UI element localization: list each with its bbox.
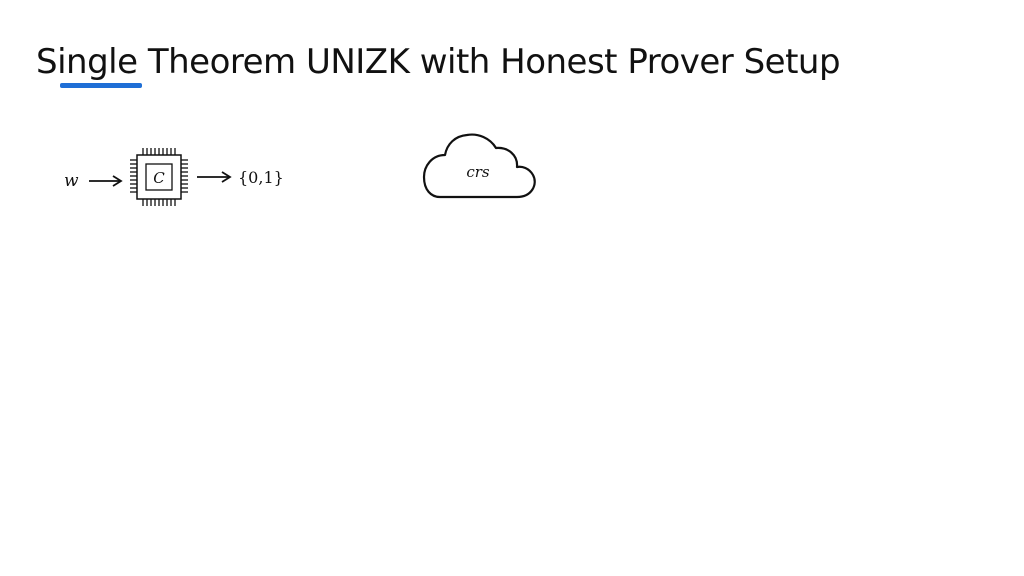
input-arrow [89,175,123,187]
cloud-label: crs [466,163,490,181]
title-underline [60,83,142,88]
output-arrow [197,171,232,183]
input-label: w [64,171,79,191]
slide-title: Single Theorem UNIZK with Honest Prover … [36,42,841,82]
output-label: {0,1} [238,168,284,187]
chip-icon [130,148,188,206]
cloud-icon [422,133,536,199]
chip-label: C [153,169,165,187]
